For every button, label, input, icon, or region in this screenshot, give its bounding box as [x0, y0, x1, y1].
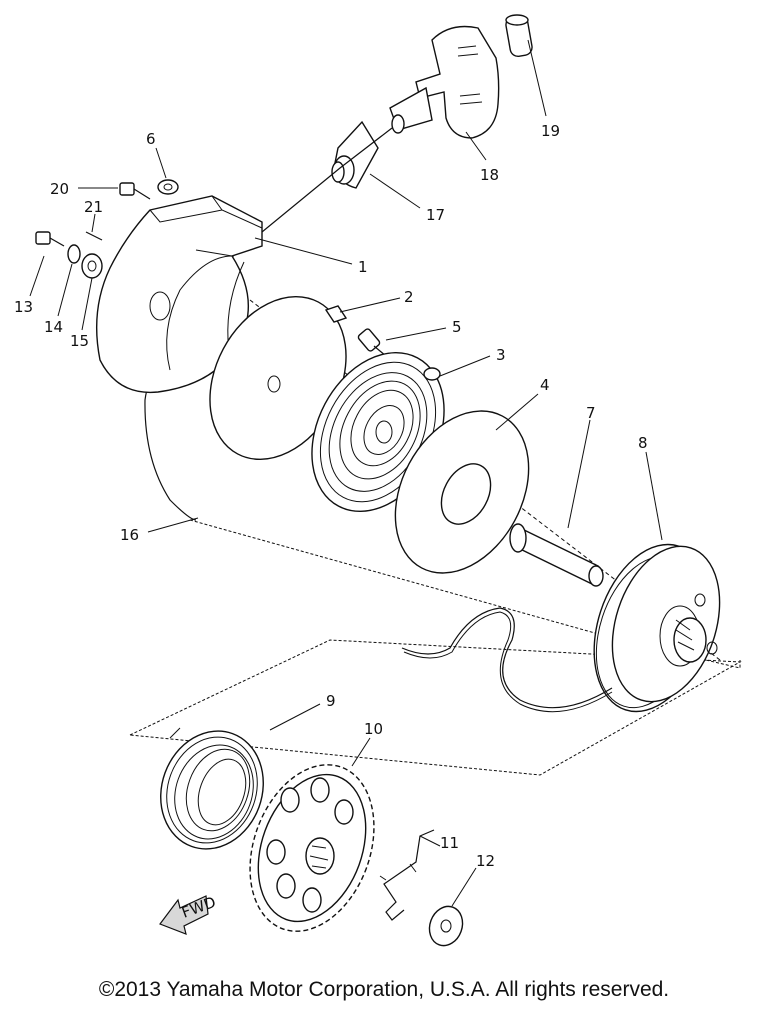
part-16-rope-inner: [403, 611, 613, 713]
label-part-15: 15: [70, 332, 89, 350]
part-15-washer: [81, 253, 103, 279]
part-6-nut: [157, 179, 179, 195]
part-12-washer: [428, 905, 464, 947]
leader-lines: [29, 39, 663, 907]
part-16-rope: [401, 607, 613, 709]
label-part-4: 4: [540, 376, 550, 394]
label-part-11: 11: [440, 834, 459, 852]
label-part-16: 16: [120, 526, 139, 544]
part-11-clip-spring: [383, 829, 435, 921]
part-21-pin: [85, 231, 103, 241]
part-5-screw: [357, 328, 387, 357]
label-part-3: 3: [496, 346, 506, 364]
label-part-19: 19: [541, 122, 560, 140]
part-10-ratchet-gear: [249, 764, 375, 932]
label-part-17: 17: [426, 206, 445, 224]
part-19-handle-cap: [505, 14, 533, 58]
exploded-parts-diagram: FWD 19 18 17 6 20 21 1 2 5 3 4 7 8 13 14…: [14, 14, 742, 947]
part-14-washer: [67, 244, 81, 264]
label-part-13: 13: [14, 298, 33, 316]
label-part-21: 21: [84, 198, 103, 216]
alignment-frame-lower: [129, 639, 742, 776]
label-part-2: 2: [404, 288, 414, 306]
label-part-8: 8: [638, 434, 648, 452]
part-20-bolt: [119, 182, 151, 200]
label-part-5: 5: [452, 318, 462, 336]
label-part-12: 12: [476, 852, 495, 870]
part-9-friction-spring: [160, 727, 264, 850]
label-part-7: 7: [586, 404, 596, 422]
label-part-9: 9: [326, 692, 336, 710]
label-part-20: 20: [50, 180, 69, 198]
label-part-6: 6: [146, 130, 156, 148]
label-part-10: 10: [364, 720, 383, 738]
label-part-1: 1: [358, 258, 368, 276]
part-4-spring-plate: [394, 410, 530, 574]
label-part-14: 14: [44, 318, 63, 336]
part-17-rope-guide: [331, 120, 379, 189]
part-1-starter-case: [96, 195, 263, 394]
part-8-pulley: [593, 543, 721, 713]
part-7-shaft: [509, 523, 604, 587]
fwd-arrow-icon: FWD: [159, 893, 218, 935]
part-13-bolt: [35, 231, 65, 247]
copyright-notice: ©2013 Yamaha Motor Corporation, U.S.A. A…: [98, 978, 670, 1001]
label-part-18: 18: [480, 166, 499, 184]
part-11-clip-spring-inner: [379, 863, 417, 881]
part-18-starter-handle: [389, 25, 500, 139]
